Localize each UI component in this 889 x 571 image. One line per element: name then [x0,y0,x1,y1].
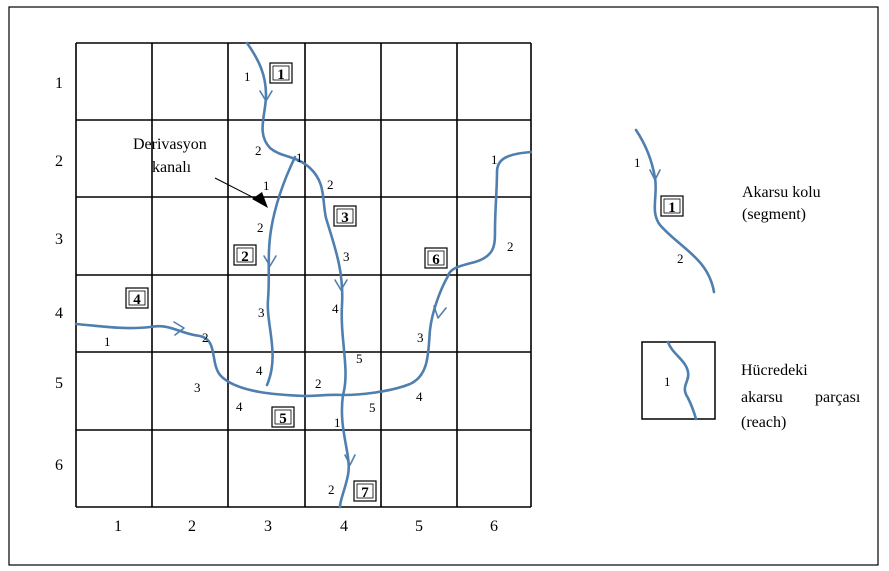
segment-number: 4 [133,292,141,308]
segment-box-7 [353,480,377,502]
flow-arrow [433,305,447,319]
annotation-line2: kanalı [152,159,192,176]
river-segment-4-5 [74,274,450,398]
row-label: 2 [55,153,63,170]
legend-segment-label: Akarsu kolu [742,184,821,201]
reach-label: 4 [416,389,423,404]
reach-label: 4 [256,363,263,378]
reach-label: 2 [255,143,262,158]
legend-reach-label: Hücredeki [741,362,808,379]
legend-segment-number: 1 [668,200,676,216]
flow-arrow [263,255,277,267]
row-label: 5 [55,375,63,392]
legend-reach-2: 2 [677,251,684,266]
segment-boxes: 1 2 3 4 5 6 7 [125,62,448,502]
river-segment-2 [265,155,297,387]
segment-number: 2 [241,249,249,265]
reach-label: 3 [194,380,201,395]
flow-arrow [344,454,356,466]
canal-pointer-head [252,192,268,208]
reach-label: 2 [257,220,264,235]
reach-label: 3 [417,330,424,345]
row-label: 6 [55,457,63,474]
legend-reach: 1 Hücredeki akarsu parçası (reach) [641,340,861,431]
column-label: 1 [114,518,122,535]
annotation-line1: Derivasyon [133,136,207,153]
reach-label: 1 [296,150,303,165]
reach-label: 5 [356,351,363,366]
column-label: 6 [490,518,498,535]
reach-label: 2 [315,376,322,391]
legend-reach-cell [641,341,716,420]
column-label: 2 [188,518,196,535]
legend-reach-1: 1 [634,155,641,170]
row-labels: 1 2 3 4 5 6 [55,75,63,474]
reach-label: 1 [334,415,341,430]
row-label: 1 [55,75,63,92]
segment-box-6 [424,247,448,269]
legend-segment-sublabel: (segment) [742,206,806,223]
column-labels: 1 2 3 4 5 6 [114,518,498,535]
segment-box-4 [125,287,149,309]
row-label: 4 [55,305,63,322]
legend-reach-label: parçası [815,389,861,406]
legend-segment-stream [634,128,716,294]
reach-labels: 1 2 1 2 3 4 1 2 3 4 5 1 2 3 4 2 4 5 1 2 … [104,69,514,497]
reach-label: 2 [507,239,514,254]
flow-arrow [173,321,185,336]
reach-label: 2 [327,177,334,192]
column-label: 3 [264,518,272,535]
legend-reach-label: (reach) [741,414,786,431]
reach-label: 5 [369,400,376,415]
reach-label: 1 [244,69,251,84]
reach-label: 4 [236,399,243,414]
reach-label: 3 [258,305,265,320]
legend-reach-number: 1 [664,374,671,389]
flow-arrow [334,279,348,291]
reach-label: 1 [104,334,111,349]
legend-segment-box [660,195,684,217]
column-label: 5 [415,518,423,535]
reach-label: 2 [202,330,209,345]
outer-frame [8,6,879,566]
segment-box-5 [271,406,295,428]
segment-box-1 [269,62,293,84]
segment-box-3 [333,205,357,227]
reach-label: 4 [332,301,339,316]
column-label: 4 [340,518,348,535]
row-label: 3 [55,231,63,248]
segment-number: 6 [432,252,440,268]
grid [75,42,532,508]
segment-box-2 [233,244,257,266]
rivers [74,41,533,509]
river-segment-6 [446,150,533,278]
flow-arrows [173,90,447,466]
reach-label: 2 [328,482,335,497]
legend-reach-label: akarsu [741,389,783,406]
canal-pointer-line [214,177,261,202]
reach-label: 1 [491,152,498,167]
legend-segment: 1 1 2 Akarsu kolu (segment) [634,128,821,294]
reach-label: 1 [263,178,270,193]
flow-arrow [259,90,273,102]
legend-reach-stream [666,340,698,421]
reach-label: 3 [343,249,350,264]
segment-number: 5 [279,411,287,427]
flow-arrow [649,169,661,181]
segment-number: 3 [341,210,349,226]
segment-number: 1 [277,67,285,83]
river-main-stem [245,41,350,509]
segment-number: 7 [361,485,369,501]
